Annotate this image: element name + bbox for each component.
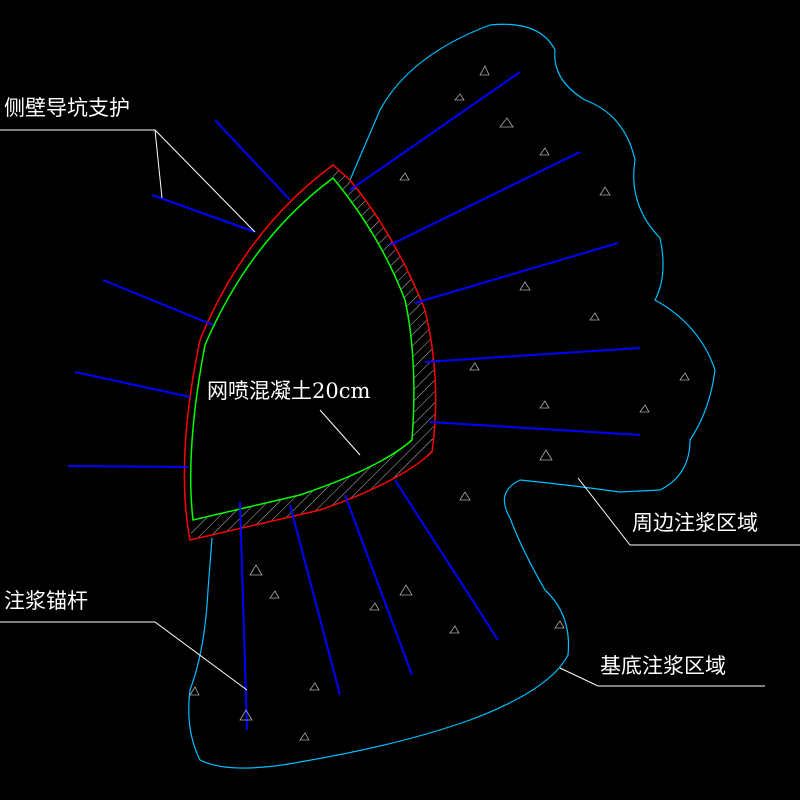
bolt	[429, 421, 641, 436]
bolt	[239, 501, 248, 731]
bolt	[289, 504, 341, 696]
leader-bolt	[0, 621, 248, 691]
grout-fill-marks	[189, 65, 690, 741]
bolt	[74, 371, 191, 398]
bolt	[349, 71, 521, 191]
outer-lining	[183, 164, 437, 541]
label-side-drift-support: 侧壁导坑支护	[4, 96, 130, 120]
leader-perimeter	[577, 477, 800, 546]
label-perimeter-grouting: 周边注浆区域	[632, 511, 758, 535]
bolt	[344, 494, 413, 676]
leader-side-drift	[0, 129, 163, 199]
bolt	[414, 242, 619, 304]
bolt	[394, 479, 499, 641]
bolt	[67, 465, 189, 468]
leader-shotcrete	[319, 409, 361, 456]
grouting-zone-boundary	[188, 23, 716, 769]
bolt	[151, 194, 256, 233]
label-base-grouting: 基底注浆区域	[600, 654, 726, 678]
bolt	[389, 151, 581, 246]
bolt	[214, 119, 291, 201]
grout-bolts	[67, 71, 641, 731]
inner-lining	[189, 176, 415, 521]
bolt	[102, 279, 214, 326]
label-shotcrete: 网喷混凝土20cm	[207, 379, 371, 403]
bolt	[424, 347, 641, 363]
label-grout-bolt: 注浆锚杆	[4, 589, 88, 613]
leader-base	[559, 667, 765, 687]
leader-lines	[0, 129, 800, 691]
